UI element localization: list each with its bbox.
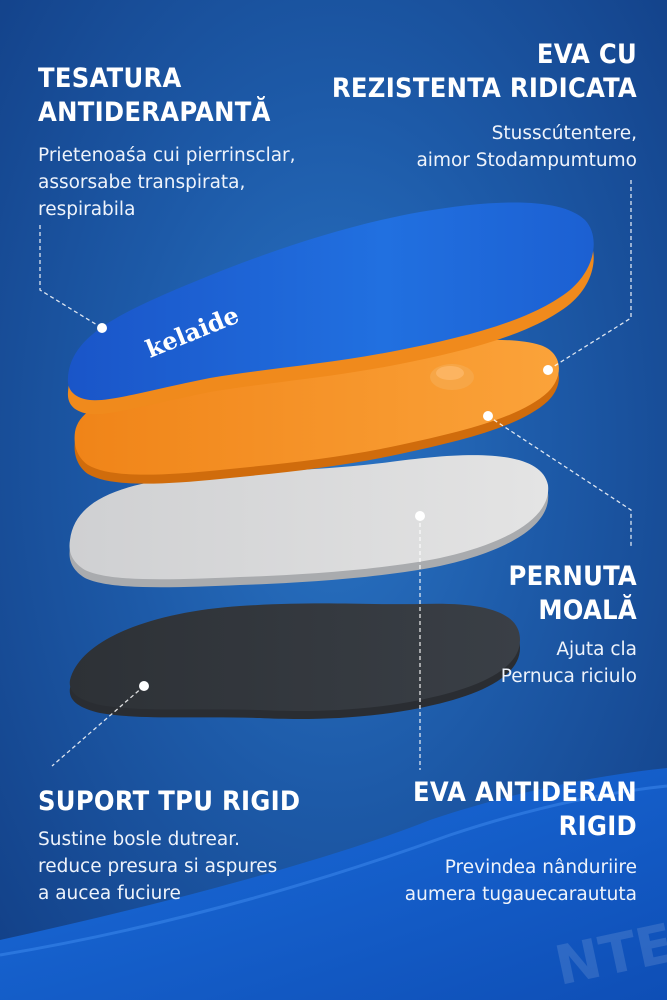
eva-rigid-heading: EVA ANTIDERAN RIGID — [413, 776, 637, 844]
cushion-heading-line1: PERNUTA — [508, 561, 637, 592]
callout-line-top-right — [547, 180, 632, 371]
callout-lines — [39, 180, 632, 770]
tpu-heading-line1: SUPORT TPU RIGID — [38, 786, 301, 817]
cushion-heading: PERNUTA MOALĂ — [508, 560, 637, 628]
fabric-heading-line1: TESATURA — [38, 63, 182, 94]
fabric-heading-line2: ANTIDERAPANTĂ — [38, 97, 271, 128]
tpu-desc-line1: Sustine bosle dutrear. — [38, 829, 241, 850]
cushion-heading-line2: MOALĂ — [538, 595, 637, 626]
callout-line-top-left — [39, 225, 103, 329]
cushion-layer — [69, 455, 549, 588]
bottom-swoosh-highlight — [0, 784, 667, 957]
cushion-desc-line2: Pernuca riciulo — [500, 666, 637, 687]
eva-resistance-heading-line1: EVA CU — [536, 39, 637, 70]
tpu-description: Sustine bosle dutrear. reduce presura si… — [38, 826, 277, 907]
eva-resistance-desc-line1: Stusscútentere, — [491, 123, 637, 144]
fabric-desc-line2: assorsabe transpirata, — [38, 172, 246, 193]
fabric-desc-line3: respirabila — [38, 199, 136, 220]
bottom-swoosh-band — [0, 768, 667, 1000]
cushion-desc-line1: Ajuta cla — [556, 639, 637, 660]
eva-resistance-description: Stusscútentere, aimor Stodampumtumo — [416, 120, 637, 174]
tpu-heading: SUPORT TPU RIGID — [38, 785, 300, 819]
fabric-desc-line1: Prietenoaśa cui pierrinsclar, — [38, 145, 296, 166]
eva-rigid-desc-line1: Previndea nânduriire — [444, 857, 637, 878]
tpu-desc-line2: reduce presura si aspures — [38, 856, 278, 877]
eva-rigid-desc-line2: aumera tugauecaraututa — [404, 884, 637, 905]
eva-resistance-heading: EVA CU REZISTENTA RIDICATA — [332, 38, 637, 106]
tpu-layer — [69, 603, 520, 719]
callout-dots — [97, 323, 553, 691]
eva-rigid-heading-line2: RIGID — [558, 811, 637, 842]
fabric-heading: TESATURA ANTIDERAPANTĂ — [38, 62, 271, 130]
eva-resistance-heading-line2: REZISTENTA RIDICATA — [331, 73, 637, 104]
tpu-desc-line3: a aucea fuciure — [38, 883, 181, 904]
cushion-description: Ajuta cla Pernuca riciulo — [501, 636, 637, 690]
fabric-top-layer: kelaide — [67, 202, 594, 415]
eva-layer — [74, 339, 559, 484]
eva-rigid-heading-line1: EVA ANTIDERAN — [412, 777, 637, 808]
fabric-description: Prietenoaśa cui pierrinsclar, assorsabe … — [38, 142, 296, 223]
callout-line-bottom-left — [51, 685, 145, 767]
eva-resistance-desc-line2: aimor Stodampumtumo — [416, 150, 637, 171]
callout-line-mid-right — [487, 415, 632, 548]
eva-rigid-description: Previndea nânduriire aumera tugauecaraut… — [405, 854, 637, 908]
